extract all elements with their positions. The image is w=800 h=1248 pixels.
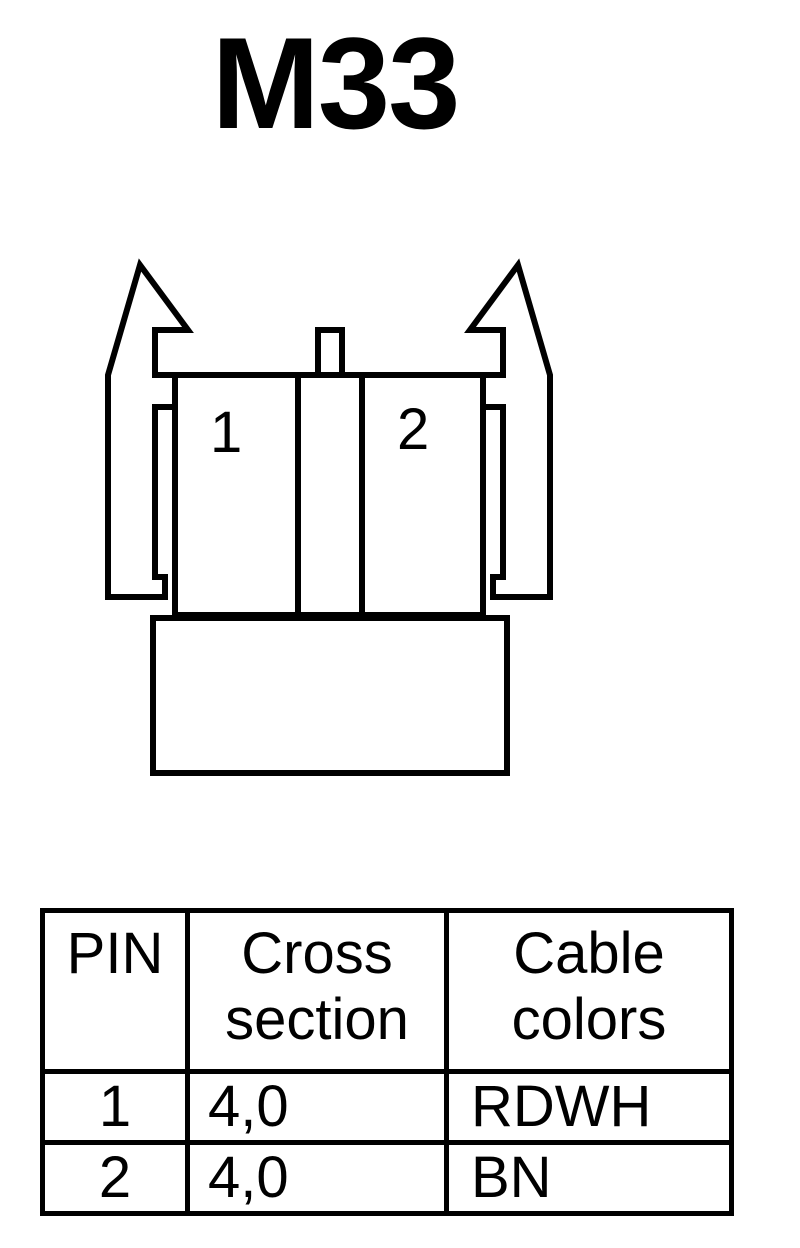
header-pin: PIN: [40, 908, 190, 1074]
pin-label-1: 1: [210, 400, 242, 465]
connector-title: M33: [211, 10, 461, 156]
table-row: 1 4,0 RDWH: [40, 1069, 734, 1145]
cell-cross-section: 4,0: [185, 1069, 449, 1145]
cell-cable-color: RDWH: [444, 1069, 734, 1145]
left-latch: [105, 258, 194, 600]
coding-key: [315, 327, 345, 378]
cell-pin: 2: [40, 1140, 190, 1216]
connector-base: [150, 615, 510, 776]
cell-pin: 1: [40, 1069, 190, 1145]
table-row: 2 4,0 BN: [40, 1140, 734, 1216]
cell-cable-color: BN: [444, 1140, 734, 1216]
pin-label-2: 2: [397, 397, 429, 462]
right-latch: [464, 258, 553, 600]
cell-cross-section: 4,0: [185, 1140, 449, 1216]
connector-diagram: 1 2: [105, 258, 553, 776]
